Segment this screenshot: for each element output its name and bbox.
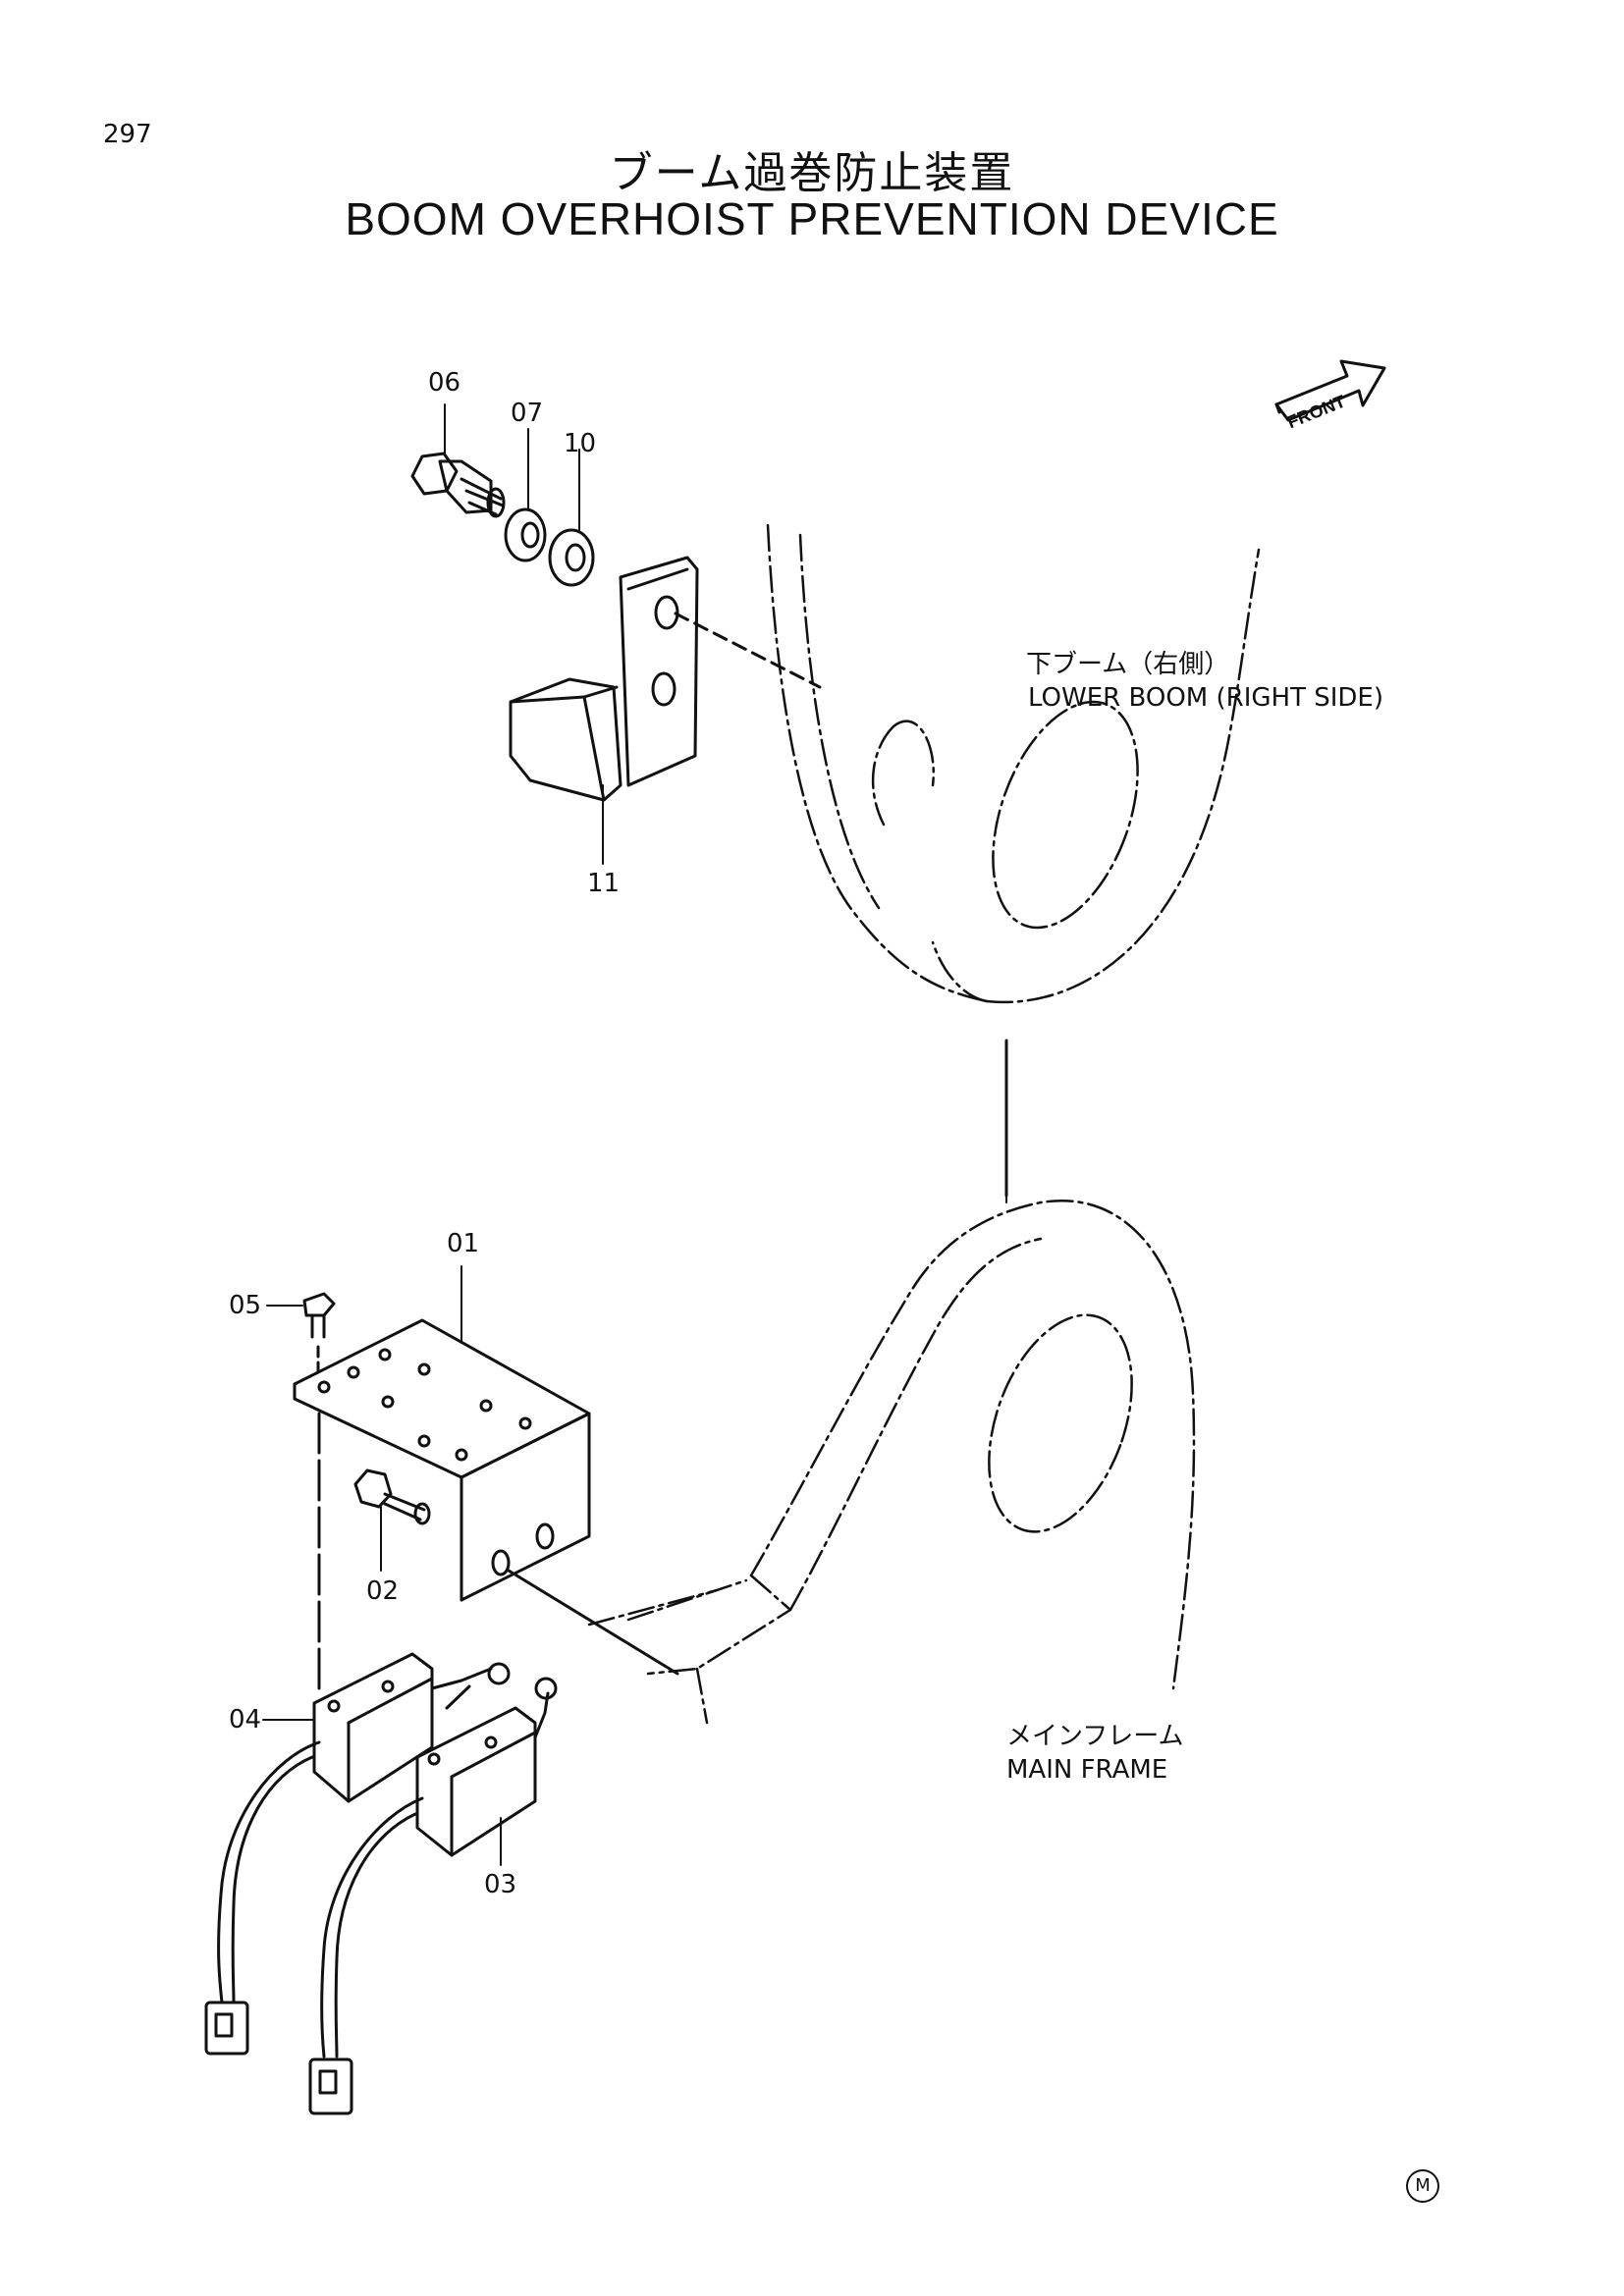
limit-switch-03-part — [308, 1677, 558, 2115]
note-lower-boom-en: LOWER BOOM (RIGHT SIDE) — [1028, 683, 1383, 713]
callout-04: 04 — [229, 1705, 262, 1735]
leader-lines — [262, 403, 1007, 1866]
assembly-line — [674, 612, 822, 689]
note-main-frame-jp: メインフレーム — [1006, 1722, 1184, 1751]
bolt-05-icon — [302, 1292, 336, 1376]
title-english: BOOM OVERHOIST PREVENTION DEVICE — [345, 193, 1279, 244]
callout-11: 11 — [587, 869, 621, 898]
spring-washer-07-icon — [504, 507, 547, 562]
main-frame-outline — [587, 1200, 1196, 1725]
note-main-frame-en: MAIN FRAME — [1006, 1755, 1168, 1785]
corner-mark: M — [1406, 2169, 1439, 2203]
note-lower-boom-jp: 下ブーム（右側） — [1026, 650, 1230, 679]
front-arrow-icon — [1274, 359, 1386, 422]
callout-10: 10 — [564, 429, 597, 458]
lower-boom-outline — [766, 523, 1261, 1004]
callout-05: 05 — [229, 1291, 262, 1320]
callout-01: 01 — [447, 1229, 480, 1258]
callout-03: 03 — [484, 1870, 517, 1899]
callout-02: 02 — [366, 1576, 400, 1606]
title-japanese: ブーム過巻防止装置 — [609, 148, 1015, 198]
page-number: 297 — [103, 120, 152, 149]
assembly-line — [507, 1569, 679, 1676]
bracket-11-part — [509, 556, 699, 802]
washer-10-icon — [548, 528, 595, 587]
bolt-06-icon — [410, 452, 506, 518]
limit-switch-04-part — [204, 1652, 511, 2056]
callout-06: 06 — [428, 368, 461, 398]
bolt-02-icon — [353, 1468, 431, 1525]
bracket-01-part — [293, 1318, 591, 1602]
callout-07: 07 — [511, 399, 544, 428]
